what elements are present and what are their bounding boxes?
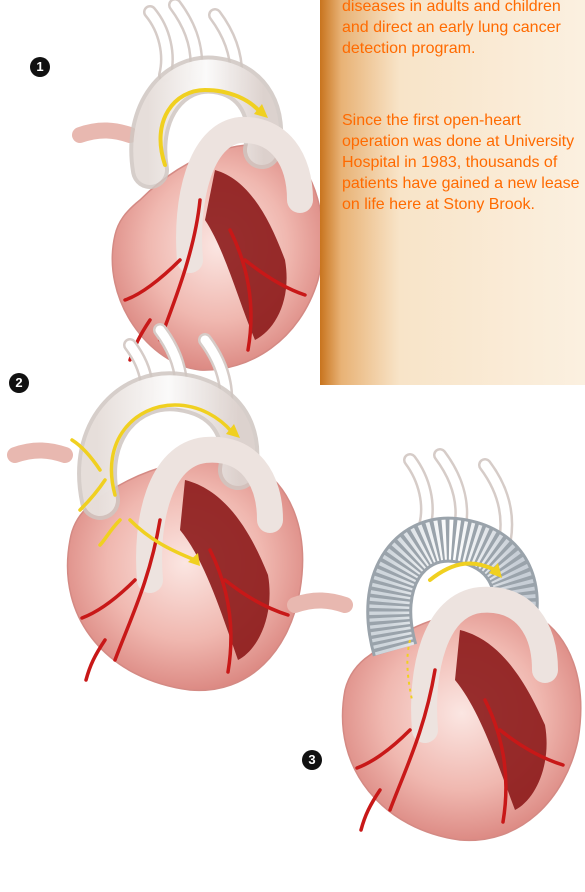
caption-line: and direct an early lung cancer [342, 19, 561, 36]
caption-line: Hospital in 1983, thousands of [342, 154, 557, 171]
caption-panel: diseases in adults and children and dire… [320, 0, 585, 385]
caption-line: on life here at Stony Brook. [342, 196, 535, 213]
caption-line: Since the first open-heart [342, 112, 521, 129]
caption-line: operation was done at University [342, 133, 574, 150]
heart-2 [15, 330, 303, 690]
caption-line: patients have gained a new lease [342, 175, 580, 192]
heart-3 [295, 455, 581, 840]
caption-line: detection program. [342, 40, 475, 57]
caption-paragraph-1: diseases in adults and children and dire… [342, 0, 561, 59]
step-2-marker: 2 [9, 373, 29, 393]
step-3-marker: 3 [302, 750, 322, 770]
caption-paragraph-2: Since the first open-heart operation was… [342, 110, 580, 215]
caption-line: diseases in adults and children [342, 0, 561, 15]
step-1-marker: 1 [30, 57, 50, 77]
heart-1 [80, 5, 323, 370]
